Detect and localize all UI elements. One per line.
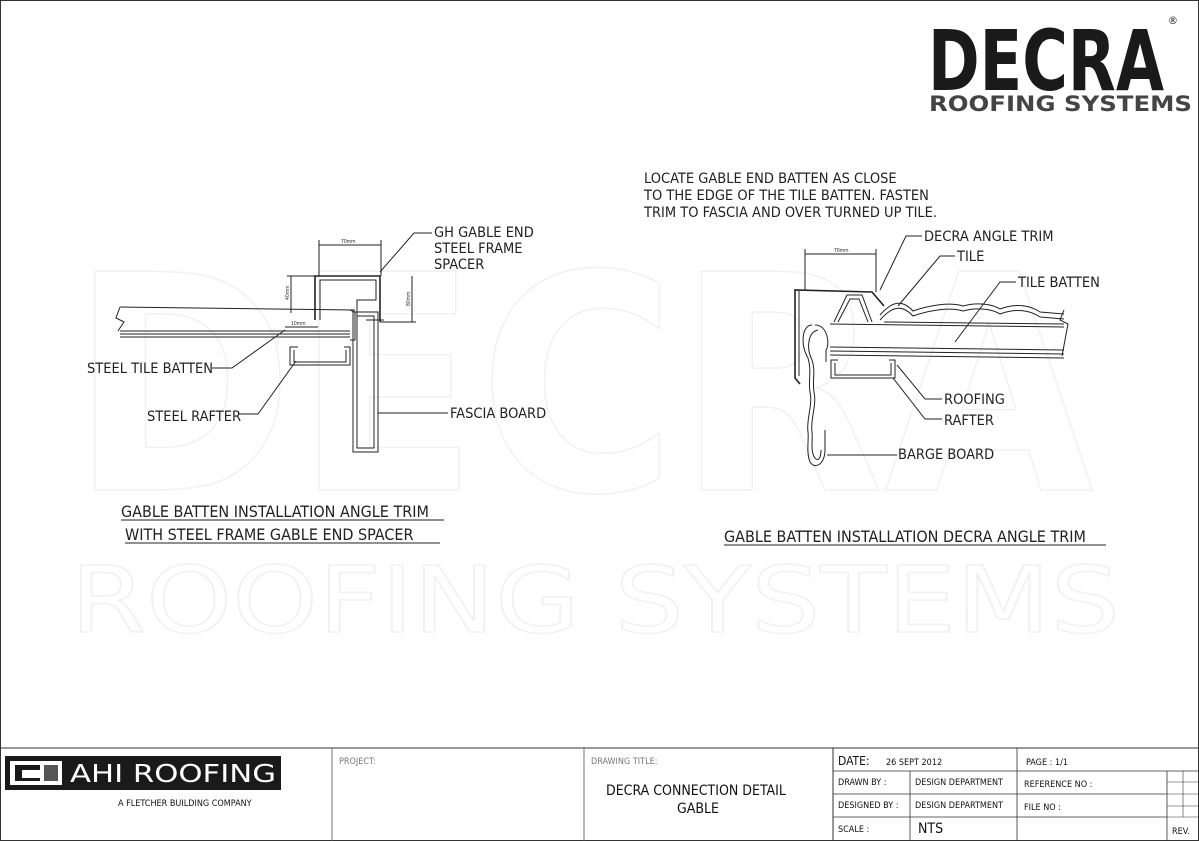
reference-label: REFERENCE NO : (1024, 780, 1092, 790)
left-rafter-shape (289, 346, 351, 366)
label-roofing: ROOFING (944, 392, 1005, 408)
right-batten-shape (829, 309, 1069, 359)
left-dim-left: 40mm (285, 286, 291, 301)
title-block: AHI ROOFING A FLETCHER BUILDING COMPANY … (0, 747, 1199, 841)
ahi-roofing-logo: AHI ROOFING A FLETCHER BUILDING COMPANY (5, 756, 281, 809)
label-tile: TILE (956, 249, 984, 265)
label-steel-tile-batten: STEEL TILE BATTEN (87, 361, 213, 377)
label-barge-board: BARGE BOARD (898, 447, 994, 463)
scale-value: NTS (918, 821, 943, 837)
installation-note: LOCATE GABLE END BATTEN AS CLOSE TO THE … (643, 171, 937, 221)
note-line-1: LOCATE GABLE END BATTEN AS CLOSE (644, 171, 897, 187)
page-number: PAGE : 1/1 (1026, 758, 1068, 768)
label-steel-frame: STEEL FRAME (434, 241, 523, 257)
left-spacer-shape (314, 275, 381, 322)
drawn-by-label: DRAWN BY : (838, 778, 886, 788)
right-dim-top: 70mm (834, 248, 849, 254)
label-rafter: RAFTER (944, 413, 994, 429)
date-value: 26 SEPT 2012 (886, 758, 942, 768)
barge-board-shape (802, 324, 826, 466)
left-dim-right: 80mm (406, 292, 412, 307)
left-batten-shape (115, 306, 356, 341)
right-detail-title: GABLE BATTEN INSTALLATION DECRA ANGLE TR… (724, 527, 1086, 546)
label-spacer: SPACER (434, 257, 484, 273)
left-dim-bottom: 10mm (291, 321, 306, 327)
label-decra-angle-trim: DECRA ANGLE TRIM (924, 229, 1054, 245)
company-sub: A FLETCHER BUILDING COMPANY (118, 799, 252, 809)
scale-label: SCALE : (838, 825, 869, 835)
right-rafter-shape (830, 359, 896, 379)
note-line-2: TO THE EDGE OF THE TILE BATTEN. FASTEN (643, 188, 929, 204)
label-fascia-board: FASCIA BOARD (450, 406, 546, 422)
drawing-title-1: DECRA CONNECTION DETAIL (606, 783, 786, 799)
watermark: DECRA ROOFING SYSTEMS (69, 211, 1121, 655)
project-label: PROJECT: (339, 757, 376, 767)
angle-trim-shape (794, 289, 885, 385)
right-detail: 70mm DECRA ANGLE TRIM TILE TILE BATTEN R… (724, 229, 1106, 546)
left-dim-top: 70mm (341, 239, 356, 245)
file-no-label: FILE NO : (1024, 803, 1061, 813)
left-detail-title-2: WITH STEEL FRAME GABLE END SPACER (125, 525, 414, 544)
watermark-sub: ROOFING SYSTEMS (70, 547, 1120, 654)
company-name: AHI ROOFING (70, 759, 276, 788)
designed-by-value: DESIGN DEPARTMENT (915, 801, 1003, 811)
logo-word: DECRA (928, 12, 1164, 110)
left-fascia-shape (352, 311, 384, 453)
drawing-title-2: GABLE (677, 801, 719, 817)
date-label: DATE: (838, 754, 870, 768)
watermark-word: DECRA (70, 212, 1095, 561)
registered-mark: ® (1168, 14, 1178, 27)
decra-logo: DECRA ® ROOFING SYSTEMS (928, 12, 1192, 116)
left-detail-title-1: GABLE BATTEN INSTALLATION ANGLE TRIM (121, 502, 429, 521)
left-detail: 70mm 40mm 80mm 10mm GH GABLE END STEEL F… (87, 225, 546, 544)
label-gh-gable-end: GH GABLE END (434, 225, 534, 241)
left-dimensions: 70mm 40mm 80mm 10mm (285, 239, 416, 328)
designed-by-label: DESIGNED BY : (838, 801, 898, 811)
drawn-by-value: DESIGN DEPARTMENT (915, 778, 1003, 788)
note-line-3: TRIM TO FASCIA AND OVER TURNED UP TILE. (643, 205, 937, 221)
logo-sub: ROOFING SYSTEMS (929, 92, 1192, 116)
tile-shape (879, 302, 1065, 316)
label-steel-rafter: STEEL RAFTER (147, 409, 241, 425)
rev-label: REV. (1172, 827, 1190, 837)
right-dimensions: 70mm (804, 248, 877, 292)
label-tile-batten: TILE BATTEN (1017, 275, 1100, 291)
drawing-title-label: DRAWING TITLE: (591, 757, 657, 767)
